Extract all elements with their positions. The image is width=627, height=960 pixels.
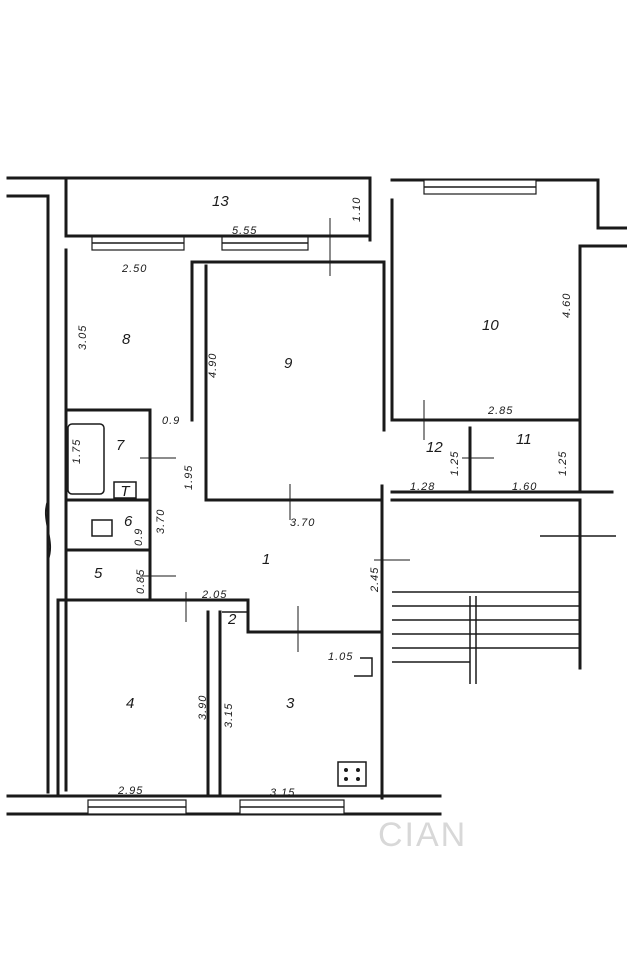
- svg-text:2.05: 2.05: [201, 589, 227, 601]
- svg-text:2.85: 2.85: [487, 405, 513, 417]
- svg-text:3.70: 3.70: [155, 509, 167, 534]
- stove-icon: [337, 761, 367, 787]
- svg-text:3.70: 3.70: [290, 517, 315, 529]
- door-markers: [140, 218, 494, 652]
- svg-text:1.10: 1.10: [351, 197, 363, 222]
- watermark: CIAN: [378, 816, 467, 854]
- stairwell: [390, 498, 616, 684]
- sink: [91, 519, 113, 537]
- svg-text:1.60: 1.60: [512, 481, 537, 493]
- room-1-label: 1: [262, 551, 270, 568]
- svg-text:0.9: 0.9: [162, 415, 180, 427]
- windows: [87, 179, 537, 815]
- svg-text:3.15: 3.15: [270, 787, 295, 799]
- outer-walls: [6, 176, 627, 816]
- room-10-label: 10: [482, 317, 499, 334]
- room-9-label: 9: [284, 355, 293, 372]
- svg-text:3.90: 3.90: [197, 695, 209, 720]
- svg-text:0.85: 0.85: [135, 569, 147, 594]
- svg-text:5.55: 5.55: [232, 225, 257, 237]
- svg-text:1.25: 1.25: [557, 451, 569, 476]
- svg-text:1.25: 1.25: [449, 451, 461, 476]
- svg-text:4.90: 4.90: [207, 353, 219, 378]
- svg-text:2.95: 2.95: [117, 785, 143, 797]
- toilet-label: T: [120, 483, 131, 500]
- svg-text:1.75: 1.75: [71, 439, 83, 464]
- room-3-label: 3: [286, 695, 295, 712]
- bathtub: [67, 423, 105, 495]
- svg-text:1.28: 1.28: [410, 481, 435, 493]
- room-13-label: 13: [212, 193, 229, 210]
- svg-text:4.60: 4.60: [561, 293, 573, 318]
- interior-walls: [56, 198, 614, 800]
- toilet-box: [113, 481, 137, 499]
- svg-text:0.9: 0.9: [133, 528, 145, 546]
- room-5-label: 5: [94, 565, 103, 582]
- svg-text:2.45: 2.45: [369, 567, 381, 593]
- room-11-label: 11: [516, 431, 532, 448]
- svg-text:1.95: 1.95: [183, 465, 195, 490]
- svg-text:3.15: 3.15: [223, 703, 235, 728]
- svg-text:1.05: 1.05: [328, 651, 353, 663]
- room-6-label: 6: [124, 513, 133, 530]
- svg-text:3.05: 3.05: [77, 325, 89, 350]
- room-2-label: 2: [227, 611, 237, 628]
- room-labels: 13 10 8 9 7 12 11 6 1 5 4 3 2: [94, 193, 532, 712]
- svg-text:2.50: 2.50: [121, 263, 147, 275]
- dimension-labels: 1.10 5.55 2.50 3.05 4.90 4.60 0.9 2.85 1…: [71, 197, 573, 799]
- room-12-label: 12: [426, 439, 443, 456]
- fixtures: T: [67, 423, 373, 787]
- room-8-label: 8: [122, 331, 131, 348]
- room-4-label: 4: [126, 695, 134, 712]
- room-7-label: 7: [116, 437, 125, 454]
